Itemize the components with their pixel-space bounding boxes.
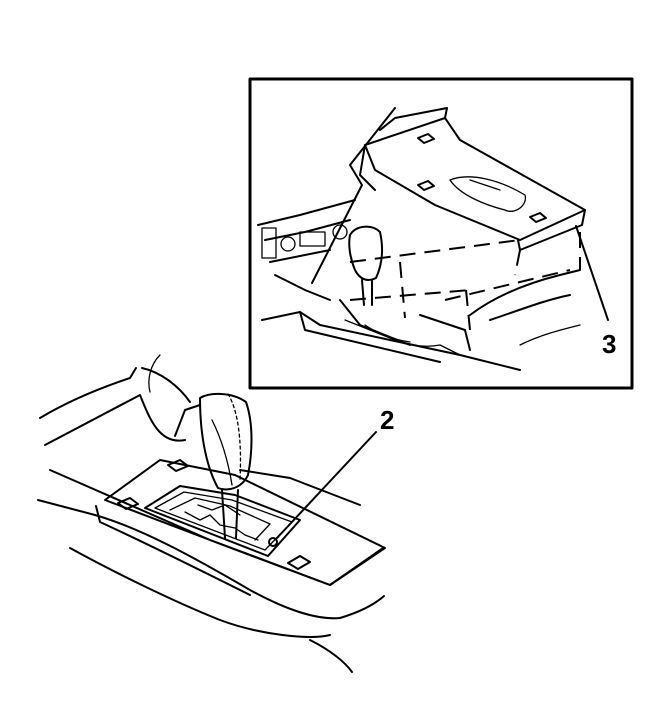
inset-view bbox=[248, 77, 634, 390]
callout-label-2: 2 bbox=[380, 405, 395, 435]
main-console-view bbox=[37, 354, 386, 673]
callout-label-3: 3 bbox=[602, 329, 617, 359]
